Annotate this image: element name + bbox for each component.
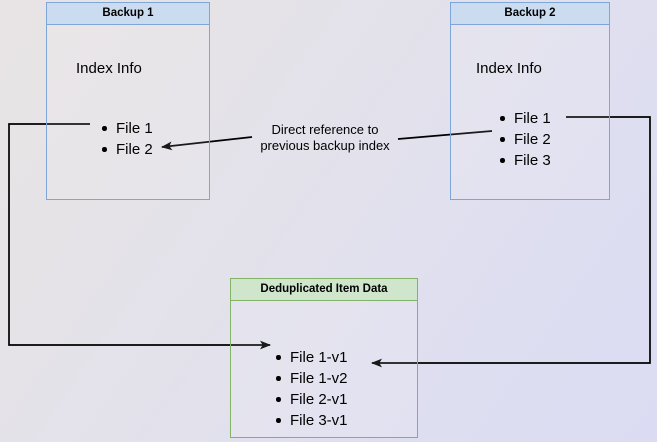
edge-label-direct-reference: Direct reference to previous backup inde… — [245, 122, 405, 154]
node-deduplicated-item-data[interactable]: Deduplicated Item Data File 1-v1 File 1-… — [230, 278, 418, 438]
list-item[interactable]: File 1 — [496, 108, 551, 129]
node-backup-2[interactable]: Backup 2 Index Info File 1 File 2 File 3 — [450, 2, 610, 200]
node-backup-2-header: Backup 2 — [451, 3, 609, 25]
list-item[interactable]: File 1 — [98, 118, 153, 139]
node-backup-1-body: Index Info File 1 File 2 — [47, 25, 209, 199]
node-backup-2-file-list: File 1 File 2 File 3 — [496, 108, 551, 171]
list-item[interactable]: File 2-v1 — [272, 389, 348, 410]
list-item[interactable]: File 3-v1 — [272, 410, 348, 431]
node-backup-1-file-list: File 1 File 2 — [98, 118, 153, 160]
node-backup-1-index-info-label: Index Info — [76, 60, 142, 77]
list-item[interactable]: File 1-v1 — [272, 347, 348, 368]
node-backup-2-index-info-label: Index Info — [476, 60, 542, 77]
edge-label-line-1: Direct reference to — [271, 122, 379, 137]
list-item[interactable]: File 2 — [98, 139, 153, 160]
node-deduplicated-item-data-header: Deduplicated Item Data — [231, 279, 417, 301]
node-deduplicated-item-data-body: File 1-v1 File 1-v2 File 2-v1 File 3-v1 — [231, 301, 417, 437]
node-deduplicated-item-data-file-list: File 1-v1 File 1-v2 File 2-v1 File 3-v1 — [272, 347, 348, 431]
list-item[interactable]: File 1-v2 — [272, 368, 348, 389]
edge-label-line-2: previous backup index — [260, 138, 390, 153]
node-backup-1-header: Backup 1 — [47, 3, 209, 25]
list-item[interactable]: File 2 — [496, 129, 551, 150]
node-backup-2-body: Index Info File 1 File 2 File 3 — [451, 25, 609, 199]
list-item[interactable]: File 3 — [496, 150, 551, 171]
node-backup-1[interactable]: Backup 1 Index Info File 1 File 2 — [46, 2, 210, 200]
